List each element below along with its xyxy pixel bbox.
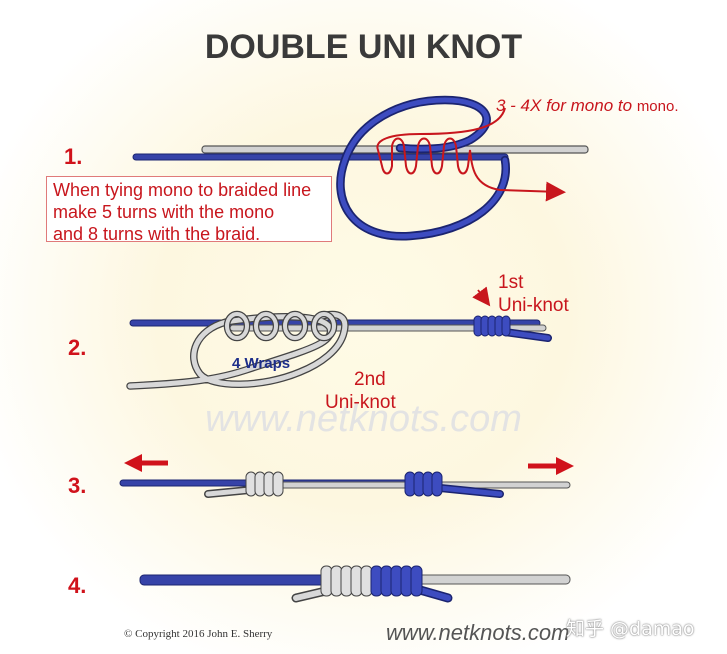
step2-pointer-arrow [472,286,491,307]
first-knot-line-1: 1st [498,272,524,293]
braid-note-box: When tying mono to braided line make 5 t… [46,176,332,244]
wrap-count-hint-main: 3 - 4X for mono to [496,96,633,115]
step1-red-wrap-guide [376,107,566,202]
step4-drawing [139,565,571,603]
step3-gray-knot [245,471,284,497]
note-line: and 8 turns with the braid. [53,224,261,244]
copyright-text: © Copyright 2016 John E. Sherry [124,628,273,640]
step-number-3: 3. [68,473,87,498]
step2-first-knot-coils [473,315,511,337]
step2-gray-wraps [223,310,338,342]
site-url: www.netknots.com [386,620,570,645]
note-line: make 5 turns with the mono [53,202,275,222]
step1-gray-line [201,145,589,154]
note-line: When tying mono to braided line [53,180,312,200]
page-title: DOUBLE UNI KNOT [204,28,523,66]
step4-gray-coils [320,565,373,597]
step2-drawing [126,286,552,390]
step4-blue-coils [370,565,423,597]
step1-drawing [132,95,589,241]
wrap-count-hint: 3 - 4X for mono to mono. [496,96,679,116]
step-number-4: 4. [68,573,87,598]
wrap-count-hint-end: mono. [636,98,679,115]
watermark-text: www.netknots.com [205,398,522,440]
step3-blue-knot [404,471,443,497]
second-knot-line-2: Uni-knot [325,392,396,413]
step3-drawing [119,454,574,498]
step-number-1: 1. [64,144,83,169]
step1-blue-line [132,153,509,161]
brand-watermark: 知乎 @damao [566,618,695,640]
wraps-label: 4 Wraps [232,355,291,372]
second-uni-knot-label: 2nd Uni-knot [325,368,396,414]
first-uni-knot-label: 1st Uni-knot [498,271,569,317]
second-knot-line-1: 2nd [354,369,386,390]
first-knot-line-2: Uni-knot [498,295,569,316]
step-number-2: 2. [68,335,87,360]
